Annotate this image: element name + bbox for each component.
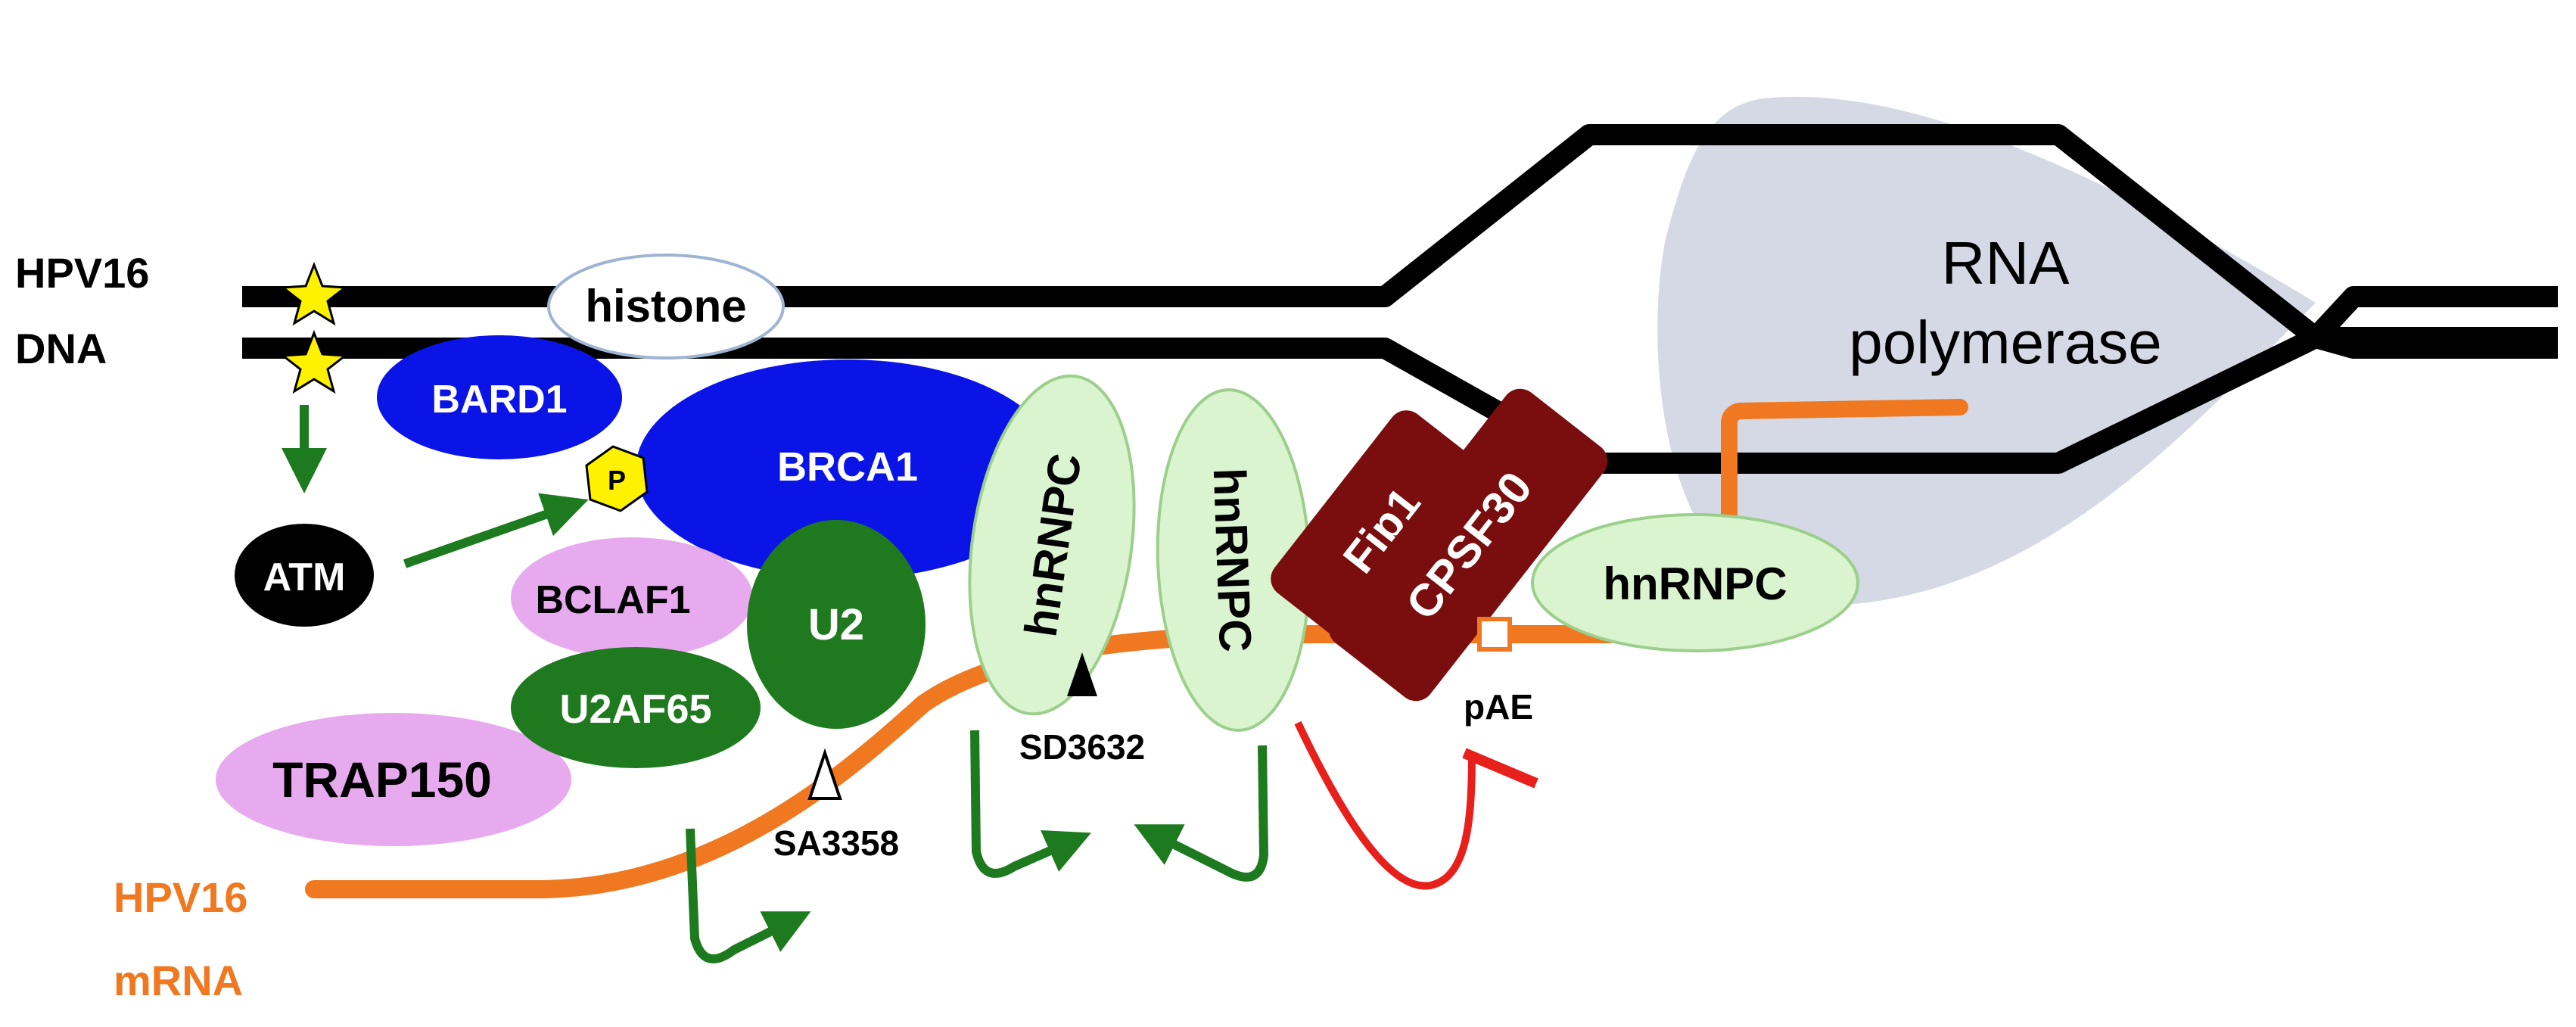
hnrnpc-a-splicing-arrow: [970, 730, 1091, 878]
star-icon: [279, 261, 349, 326]
hnrnpc-protein-a: hnRNPC: [968, 374, 1136, 716]
phospho-label: P: [608, 465, 626, 496]
nascent-mrna: [1721, 399, 1968, 584]
bclaf1-protein: [511, 537, 753, 658]
histone-protein: [547, 254, 785, 359]
sd3632-label: SD3632: [1019, 727, 1145, 767]
hnrnpc-c-label: hnRNPC: [1603, 559, 1787, 609]
bard1-protein: [377, 335, 622, 459]
brca1-label: BRCA1: [777, 444, 918, 490]
trap150-protein: [216, 713, 571, 846]
atm-label: ATM: [263, 556, 346, 599]
brca1-protein: [636, 359, 1059, 579]
u2af65-protein: [511, 647, 761, 768]
trap150-label: TRAP150: [272, 752, 492, 808]
histone-label: histone: [585, 281, 746, 331]
u2-protein: [747, 520, 926, 729]
filled-triangle-icon: [1067, 652, 1097, 696]
dna-strand-bottom-tail: [2307, 286, 2558, 345]
u2af65-label: U2AF65: [559, 686, 711, 732]
hnrnpc-protein-c: [1531, 513, 1859, 652]
hpv16-dna-label-line1: HPV16: [15, 249, 149, 297]
hpv16-mrna-label-line1: HPV16: [114, 873, 247, 921]
rna-polymerase-bubble: [1657, 96, 2316, 606]
square-icon: [1477, 617, 1512, 652]
hpv16-mrna-label-line2: mRNA: [114, 957, 243, 1004]
bclaf1-label: BCLAF1: [535, 578, 690, 622]
hnrnpc-protein-b: hnRNPC: [1156, 388, 1311, 732]
pae-label: pAE: [1464, 687, 1533, 727]
hnrnpc-b-splicing-arrow: [1134, 745, 1269, 882]
dna-strand-bottom-tail-2: [2313, 327, 2558, 359]
rna-polymerase-label-line2: polymerase: [1849, 309, 2162, 376]
sa3358-label: SA3358: [773, 823, 899, 863]
open-triangle-icon: [807, 748, 842, 800]
polyadenylation-inhibition: [1294, 720, 1476, 890]
rna-polymerase-label-line1: RNA: [1942, 229, 2070, 297]
atm-to-brca1-arrow: [403, 493, 589, 568]
hnrnpc-b-label: hnRNPC: [1204, 467, 1261, 653]
hpv16-dna-label-line2: DNA: [15, 325, 107, 372]
hpv16-dna: [242, 124, 2558, 474]
u2-label: U2: [808, 600, 864, 649]
hexagon-icon: [585, 445, 649, 512]
u2af65-splicing-arrow: [686, 828, 811, 963]
star-icon: [279, 329, 349, 394]
hpv16-mrna: [305, 625, 1742, 898]
bard1-label: BARD1: [431, 378, 567, 422]
atm-protein: [235, 524, 374, 627]
inhibition-bar: [1462, 748, 1538, 789]
